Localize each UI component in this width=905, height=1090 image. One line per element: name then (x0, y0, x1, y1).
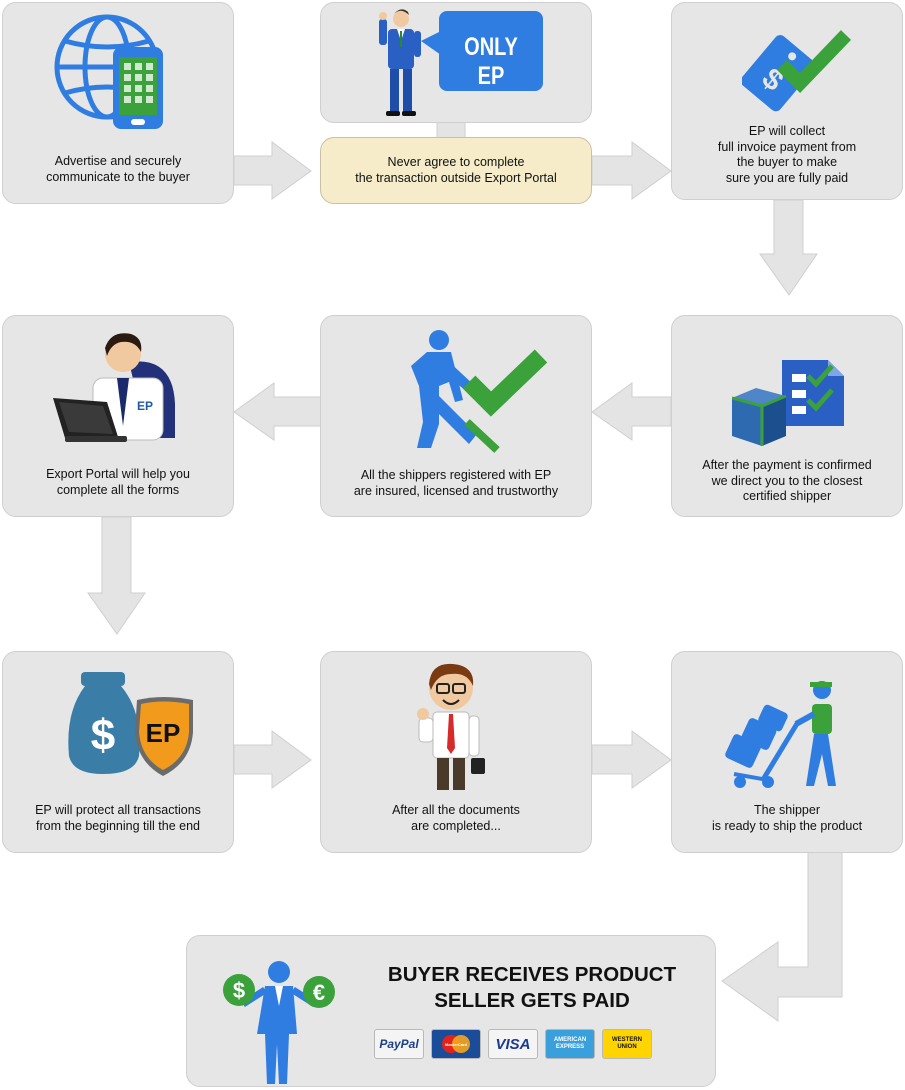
final-title: BUYER RECEIVES PRODUCT SELLER GETS PAID (387, 963, 677, 1012)
arrow-right-2 (591, 141, 672, 200)
svg-text:EP: EP (146, 718, 181, 748)
caption-protect: EP will protect all transactions from th… (35, 803, 201, 833)
step-direct-shipper: After the payment is confirmed we direct… (671, 315, 903, 517)
arrow-right-4 (591, 730, 672, 789)
arrow-left-2 (233, 382, 322, 441)
speech-bubble-icon (421, 11, 543, 91)
step-documents-completed: After all the documents are completed... (320, 651, 592, 853)
step-help-forms: EP Export Portal will help you complete … (2, 315, 234, 517)
american-express-logo: AMERICAN EXPRESS (545, 1029, 595, 1059)
arrow-down-2 (87, 516, 146, 635)
caption-help-forms: Export Portal will help you complete all… (46, 467, 190, 497)
caption-ready-to-ship: The shipper is ready to ship the product (711, 803, 863, 833)
caption-direct-shipper: After the payment is confirmed we direct… (702, 458, 872, 503)
step-shippers-insured: All the shippers registered with EP are … (320, 315, 592, 517)
connector-phone-to-note (436, 121, 466, 139)
businessman-pointing-icon (379, 9, 421, 116)
price-tag-check-icon: $ (742, 30, 852, 112)
svg-text:€: € (313, 980, 325, 1005)
arrow-left-1 (591, 382, 672, 441)
money-bag-shield-icon: $ EP (68, 672, 193, 776)
globe-phone-icon (54, 14, 163, 129)
caption-documents-completed: After all the documents are completed... (392, 803, 520, 833)
step-ready-to-ship: The shipper is ready to ship the product (671, 651, 903, 853)
happy-man-thumbs-up-icon (417, 663, 485, 790)
caption-advertise: Advertise and securely communicate to th… (46, 154, 190, 184)
box-checklist-icon (732, 360, 844, 446)
svg-text:$: $ (233, 978, 245, 1003)
step-only-ep: ONLY EP (320, 2, 592, 123)
caption-shippers-insured: All the shippers registered with EP are … (353, 468, 559, 498)
arrow-bend-to-final (721, 851, 843, 1022)
caption-collect-payment: EP will collect full invoice payment fro… (717, 124, 857, 185)
businessman-money-icon: $ € (223, 961, 335, 1084)
arrow-right-1 (233, 141, 312, 200)
mastercard-logo: MasterCard (431, 1029, 481, 1059)
shipper-hand-truck-icon (725, 681, 836, 788)
man-signing-check-icon (411, 330, 548, 453)
man-laptop-icon: EP (53, 333, 175, 442)
only-ep-label: ONLY EP (464, 33, 518, 90)
step-protect: $ EP EP will protect all transactions fr… (2, 651, 234, 853)
arrow-right-3 (233, 730, 312, 789)
step-collect-payment: $ EP will collect full invoice payment f… (671, 2, 903, 200)
arrow-down-1 (759, 199, 818, 296)
paypal-logo: PayPal (374, 1029, 424, 1059)
note-never-agree: Never agree to complete the transaction … (320, 137, 592, 204)
mastercard-circles-icon (442, 1035, 470, 1053)
svg-text:EP: EP (137, 399, 153, 413)
final-outcome-box: $ € BUYER RECEIVES PRODUCT SELLER GETS P… (186, 935, 716, 1087)
western-union-logo: WESTERN UNION (602, 1029, 652, 1059)
visa-logo: VISA (488, 1029, 538, 1059)
svg-text:$: $ (91, 711, 115, 760)
step-advertise: Advertise and securely communicate to th… (2, 2, 234, 204)
